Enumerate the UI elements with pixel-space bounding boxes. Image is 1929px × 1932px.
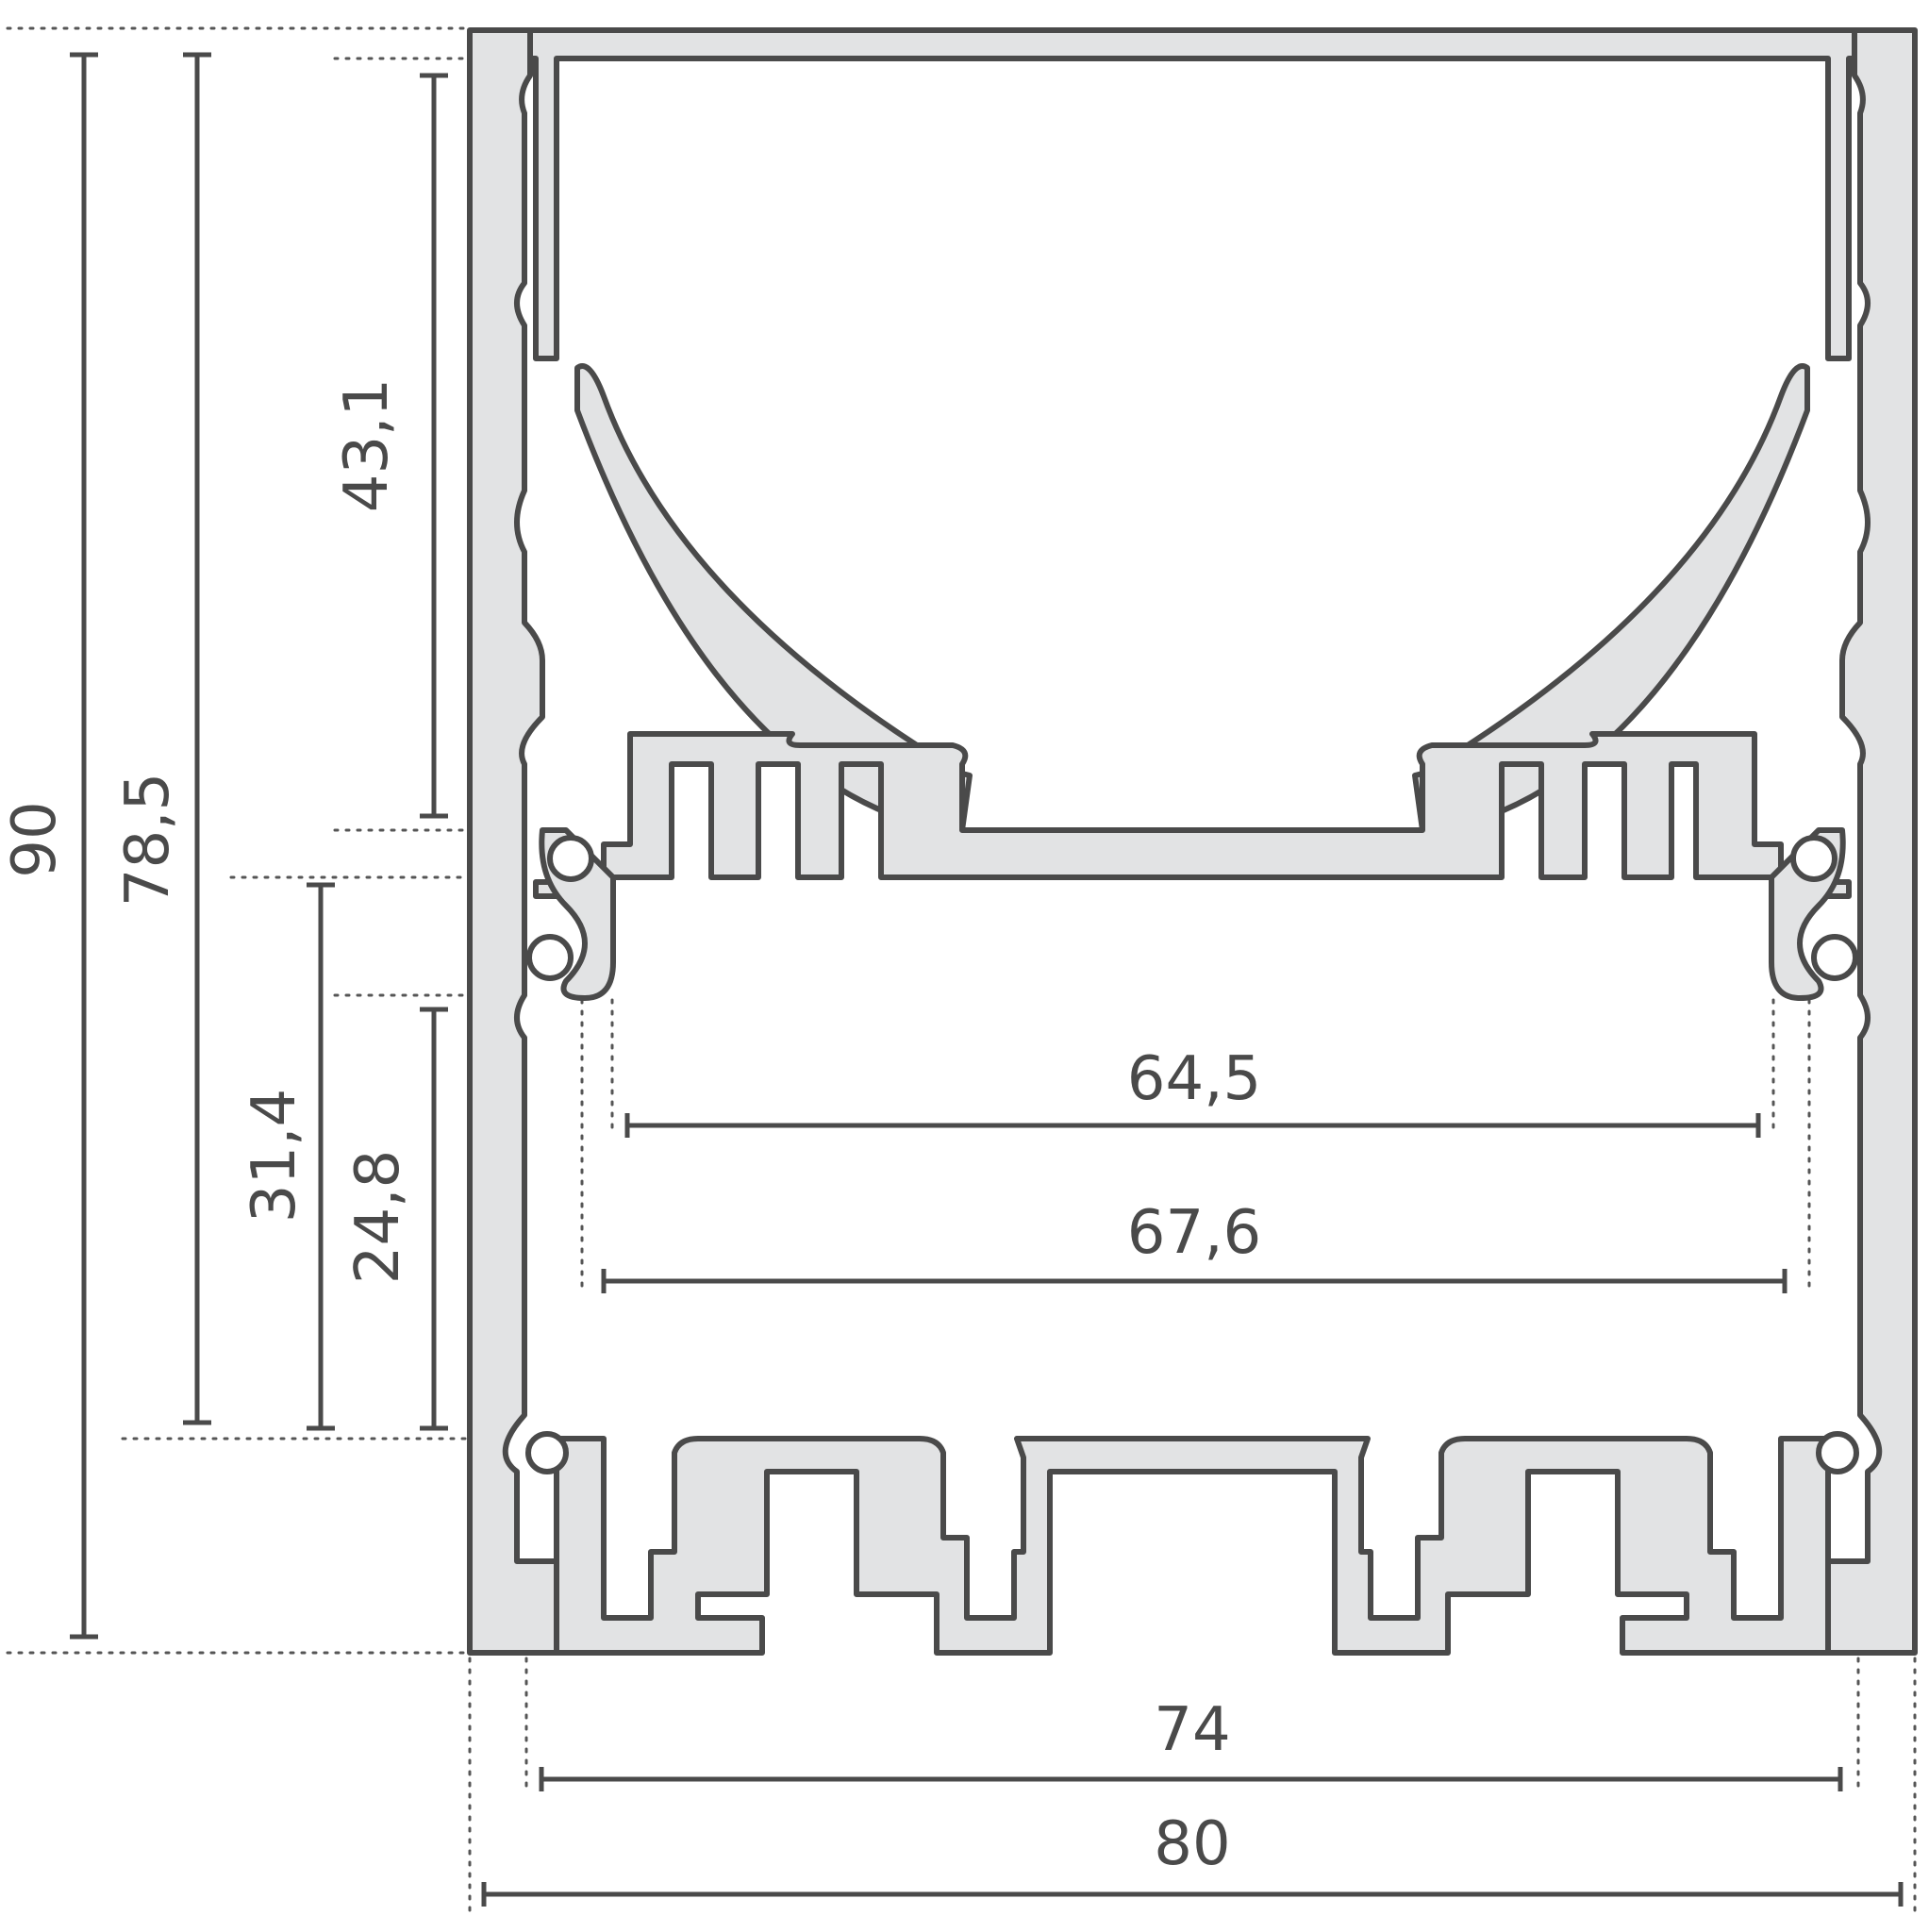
aluminium-profile bbox=[467, 27, 1918, 1656]
bottom-base bbox=[554, 1436, 1831, 1656]
left-lower-screw-hole bbox=[526, 934, 574, 981]
right-lower-screw-hole bbox=[1811, 934, 1858, 981]
dim-label-90: 90 bbox=[0, 801, 70, 877]
vertical-dimensions bbox=[70, 52, 448, 1640]
dim-label-74: 74 bbox=[1154, 1695, 1230, 1765]
right-outer-wall bbox=[1825, 27, 1918, 1656]
left-outer-wall bbox=[467, 27, 559, 1656]
extension-guides bbox=[6, 26, 1917, 1912]
left-base-screw-hole bbox=[525, 1431, 569, 1474]
dim-label-43-1: 43,1 bbox=[332, 378, 402, 513]
dimension-labels: 90 78,5 43,1 31,4 24,8 64,5 67,6 74 80 bbox=[0, 378, 1261, 1879]
dim-label-31-4: 31,4 bbox=[240, 1089, 309, 1224]
dim-label-24-8: 24,8 bbox=[343, 1150, 413, 1285]
dim-label-67-6: 67,6 bbox=[1127, 1198, 1262, 1268]
dim-label-80: 80 bbox=[1154, 1809, 1230, 1879]
top-lid bbox=[527, 27, 1857, 361]
right-upper-screw-hole bbox=[1790, 835, 1838, 882]
led-carrier-plate bbox=[533, 731, 1852, 899]
dim-label-64-5: 64,5 bbox=[1127, 1044, 1262, 1114]
right-base-screw-hole bbox=[1816, 1431, 1859, 1474]
dim-label-78-5: 78,5 bbox=[113, 773, 183, 908]
horizontal-dimensions bbox=[481, 1113, 1904, 1907]
left-upper-screw-hole bbox=[547, 835, 594, 882]
